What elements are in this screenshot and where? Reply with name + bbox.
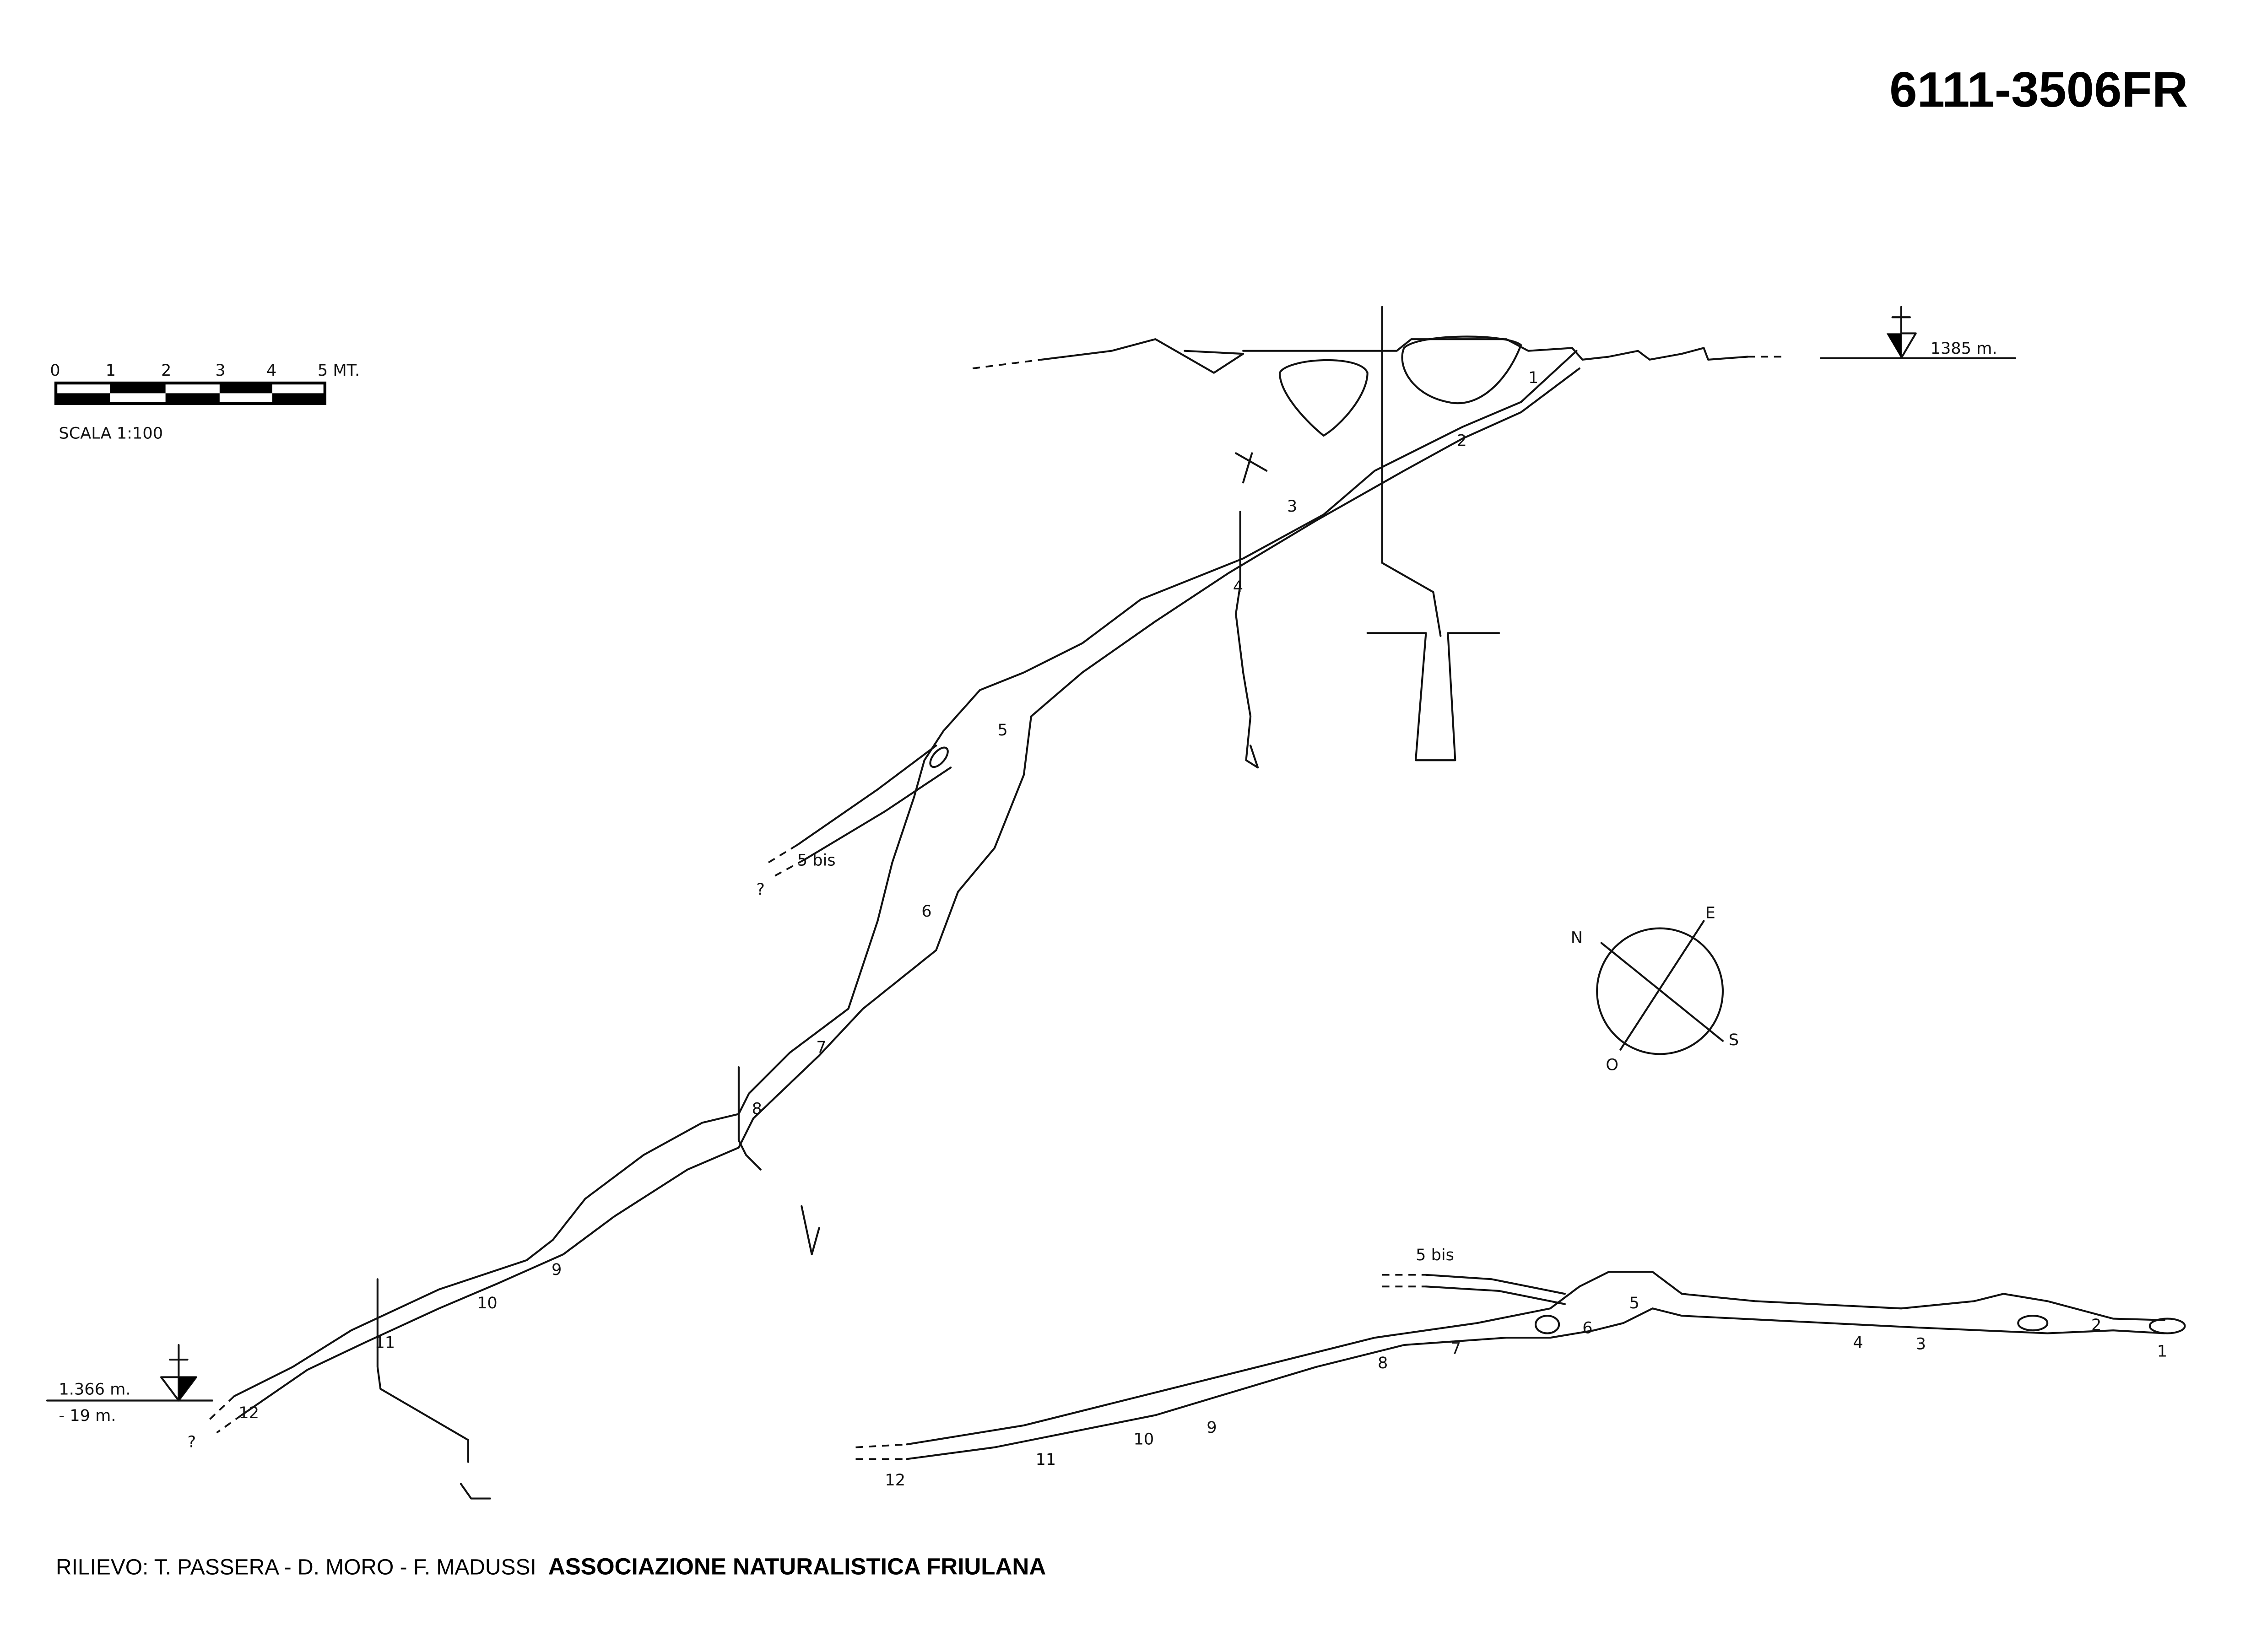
association-name: ASSOCIAZIONE NATURALISTICA FRIULANA <box>548 1554 1046 1580</box>
compass-north: N <box>1571 929 1583 947</box>
scale-tick: 2 <box>161 361 171 380</box>
plan-station: 5 bis <box>1416 1246 1454 1264</box>
scale-tick: 1 <box>106 361 116 380</box>
compass-rose: N E S O <box>1571 903 1739 1074</box>
cave-plan: 1 2 3 4 5 6 7 8 9 10 11 12 5 bis <box>855 1246 2186 1490</box>
plan-station: 9 <box>1207 1418 1217 1437</box>
compass-south: S <box>1729 1031 1739 1049</box>
profile-station: 4 <box>1233 578 1243 596</box>
compass-west: O <box>1606 1056 1618 1074</box>
plan-station: 7 <box>1451 1339 1461 1358</box>
surface-line: 1385 m. <box>972 306 2016 374</box>
scale-tick: 3 <box>215 361 225 380</box>
scale-tick: 5 MT. <box>318 361 360 380</box>
plan-station: 5 <box>1629 1294 1639 1312</box>
plan-station: 4 <box>1853 1333 1863 1352</box>
profile-station: 5 <box>997 721 1007 740</box>
entrance-elevation: 1385 m. <box>1931 339 1997 358</box>
profile-station: 2 <box>1457 431 1467 450</box>
plan-station: 3 <box>1916 1335 1926 1354</box>
profile-station: 8 <box>752 1099 762 1118</box>
plan-station: 1 <box>2157 1342 2167 1361</box>
unknown-continuation-mark: ? <box>756 880 765 899</box>
scale-label: SCALA 1:100 <box>59 424 163 443</box>
plan-station: 8 <box>1378 1354 1388 1372</box>
bottom-datum: 1.366 m. - 19 m. <box>46 1344 213 1425</box>
profile-station: 12 <box>238 1404 259 1422</box>
cave-depth: - 19 m. <box>59 1406 116 1425</box>
scale-tick: 0 <box>50 361 60 380</box>
survey-id-title: 6111-3506FR <box>1889 62 2188 118</box>
plan-station: 11 <box>1035 1450 1056 1469</box>
plan-station: 10 <box>1134 1430 1154 1448</box>
plan-station: 2 <box>2091 1316 2101 1334</box>
plan-station: 6 <box>1582 1319 1592 1338</box>
scale-tick: 4 <box>266 361 276 380</box>
surveyors: RILIEVO: T. PASSERA - D. MORO - F. MADUS… <box>56 1555 536 1580</box>
bottom-elevation: 1.366 m. <box>59 1380 130 1399</box>
cave-profile: 1 2 3 4 5 5 bis 6 7 8 9 10 11 12 ? ? <box>188 306 1580 1500</box>
profile-station: 6 <box>921 902 931 921</box>
survey-credits: RILIEVO: T. PASSERA - D. MORO - F. MADUS… <box>56 1554 1046 1580</box>
scale-bar: 0 1 2 3 4 5 MT. SCALA 1:100 <box>50 361 360 443</box>
profile-station: 3 <box>1287 497 1297 516</box>
profile-station: 7 <box>816 1038 826 1057</box>
profile-station: 10 <box>477 1294 498 1312</box>
profile-station: 11 <box>374 1333 395 1352</box>
plan-station: 12 <box>885 1471 905 1490</box>
profile-station: 1 <box>1528 368 1538 387</box>
profile-station: 5 bis <box>797 851 836 869</box>
compass-east: E <box>1705 903 1715 922</box>
unknown-continuation-mark: ? <box>188 1433 196 1452</box>
profile-station: 9 <box>552 1260 562 1279</box>
